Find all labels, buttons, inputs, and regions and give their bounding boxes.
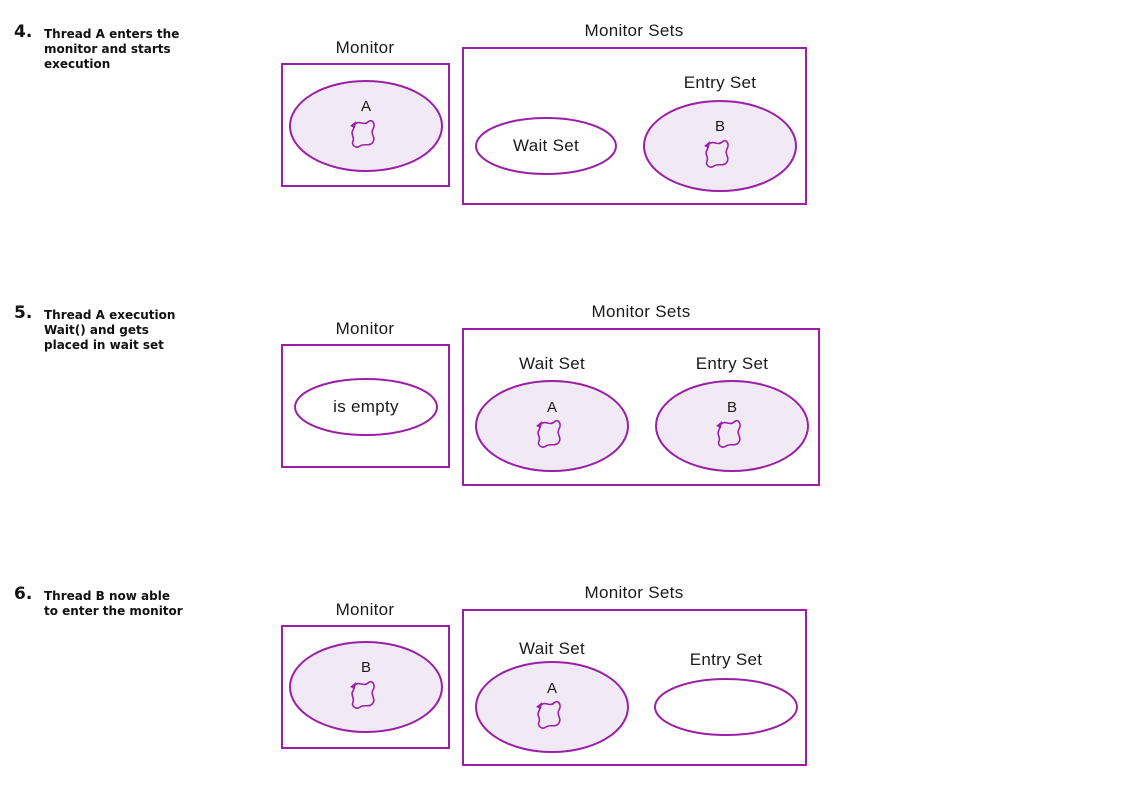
step-description-line: placed in wait set	[44, 338, 164, 352]
entry-set-ellipse	[655, 380, 809, 472]
monitor-sets-title: Monitor Sets	[591, 302, 690, 321]
monitor-sets-title: Monitor Sets	[584, 583, 683, 602]
step-6: 6. Thread B now able to enter the monito…	[14, 583, 807, 766]
thread-label: A	[361, 98, 371, 115]
step-description-line: monitor and starts	[44, 42, 171, 56]
step-number: 4.	[14, 22, 32, 42]
step-number: 6.	[14, 584, 32, 604]
entry-set-ellipse-empty	[654, 678, 798, 736]
monitor-title: Monitor	[336, 319, 395, 338]
monitor-title: Monitor	[336, 600, 395, 619]
step-4: 4. Thread A enters the monitor and start…	[14, 21, 807, 205]
monitor-empty-label: is empty	[333, 397, 399, 416]
entry-set-title: Entry Set	[684, 73, 757, 92]
thread-label: B	[361, 659, 371, 676]
step-description-line: Thread B now able	[44, 589, 170, 603]
monitor-box	[281, 344, 450, 468]
wait-set-title: Wait Set	[519, 639, 585, 658]
wait-set-title: Wait Set	[513, 136, 579, 155]
monitor-thread-ellipse	[289, 641, 443, 733]
step-number: 5.	[14, 303, 32, 323]
thread-label: B	[727, 399, 737, 416]
monitor-title: Monitor	[336, 38, 395, 57]
monitor-sets-box	[462, 47, 807, 205]
thread-label: A	[547, 680, 557, 697]
step-description-line: Wait() and gets	[44, 323, 149, 337]
wait-set-ellipse	[475, 661, 629, 753]
monitor-thread-ellipse	[289, 80, 443, 172]
step-description-line: Thread A enters the	[44, 27, 179, 41]
monitor-box	[281, 625, 450, 749]
thread-label: B	[715, 118, 725, 135]
thread-label: A	[547, 399, 557, 416]
wait-set-ellipse	[475, 380, 629, 472]
entry-set-ellipse	[643, 100, 797, 192]
monitor-sets-box	[462, 328, 820, 486]
step-5: 5. Thread A execution Wait() and gets pl…	[14, 302, 820, 486]
wait-set-ellipse	[475, 117, 617, 175]
wait-set-title: Wait Set	[519, 354, 585, 373]
monitor-sets-title: Monitor Sets	[584, 21, 683, 40]
monitor-box	[281, 63, 450, 187]
monitor-empty-ellipse	[294, 378, 438, 436]
step-description-line: to enter the monitor	[44, 604, 183, 618]
entry-set-title: Entry Set	[690, 650, 763, 669]
step-description-line: execution	[44, 57, 110, 71]
step-description-line: Thread A execution	[44, 308, 175, 322]
entry-set-title: Entry Set	[696, 354, 769, 373]
monitor-sets-box	[462, 609, 807, 766]
